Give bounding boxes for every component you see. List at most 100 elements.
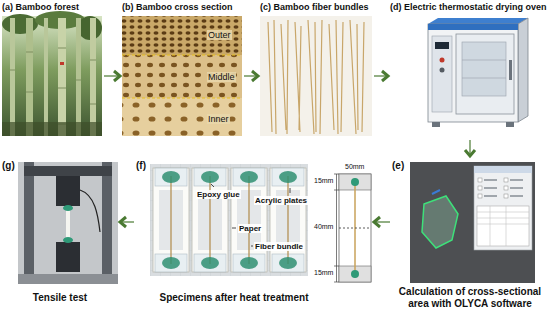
software-screenshot-part [484, 180, 523, 196]
bamboo-forest-photo-part [44, 18, 48, 136]
tensile-test-photo-part [66, 206, 70, 242]
software-screenshot-part [504, 194, 508, 198]
specimen-schematic-part [334, 174, 339, 282]
fiber-bundles-photo [260, 16, 372, 136]
bamboo-cross-section-photo [122, 16, 242, 136]
bamboo-forest-photo-part [58, 18, 66, 136]
panel: (g) Tensile test [2, 158, 118, 316]
panel: (e) Calculation of cross-sectional area w… [392, 158, 548, 316]
callout-label: Epoxy glue [196, 190, 241, 199]
software-screenshot-part [477, 206, 529, 246]
layer-label: Middle [207, 72, 236, 82]
flow-arrow [465, 140, 475, 156]
bamboo-forest-photo-part [2, 122, 102, 136]
flow-arrow [120, 217, 134, 227]
panel-letter: (f) [136, 160, 146, 172]
panel-title: (b) Bamboo cross section [122, 2, 233, 13]
dimension-label: 50mm [344, 163, 365, 171]
tensile-test-photo [18, 162, 118, 284]
arrow-head [114, 71, 120, 81]
arrow-head [374, 217, 380, 227]
drying-oven-drawing-part [435, 42, 449, 49]
specimens-photo-part [150, 164, 308, 276]
flow-arrow [104, 71, 120, 81]
specimen-schematic-part [339, 174, 371, 282]
arrow-head [252, 71, 258, 81]
bamboo-cross-section-photo-part [122, 55, 242, 98]
specimens-photo-part [153, 168, 189, 272]
bamboo-forest-photo-part [90, 18, 96, 136]
drying-oven-drawing-part [432, 36, 452, 112]
tensile-test-photo-part [18, 274, 118, 284]
fiber-bundles-photo-part [260, 16, 372, 136]
drying-oven-drawing-part [432, 122, 440, 127]
software-screenshot-part [422, 196, 458, 248]
drying-oven-drawing-part [509, 60, 512, 80]
tensile-test-photo-part [24, 162, 34, 274]
drying-oven-drawing-part [462, 42, 506, 96]
bamboo-cross-section-photo-part [122, 16, 242, 55]
layer-label: Outer [207, 30, 232, 40]
tensile-test-photo-part [24, 166, 112, 176]
arrow-head [382, 71, 388, 81]
bamboo-cross-section-photo-part [122, 54, 242, 55]
panel-caption: Specimens after heat treatment [146, 292, 322, 304]
software-screenshot-part [478, 186, 482, 190]
fiber-bundles-photo-part [268, 20, 364, 134]
panel: (f) Specimens after heat treatment [136, 158, 372, 316]
bamboo-cross-section-photo-part [122, 55, 242, 98]
software-screenshot-part [504, 186, 508, 190]
callout-label: Paper [238, 224, 262, 233]
software-screenshot-part [504, 178, 508, 182]
flow-arrow [374, 71, 388, 81]
panel-letter: (e) [392, 160, 404, 172]
panel-title: (a) Bamboo forest [2, 2, 79, 13]
panel-caption: Calculation of cross-sectional area with… [392, 286, 548, 310]
bamboo-forest-photo-part [60, 62, 64, 65]
bamboo-cross-section-photo-part [122, 97, 242, 98]
specimen-schematic-part [351, 178, 359, 186]
drying-oven-drawing [428, 18, 528, 127]
specimens-photo-part [270, 168, 306, 272]
panel: (c) Bamboo fiber bundles [260, 2, 372, 138]
drying-oven-drawing-part [462, 60, 506, 78]
drying-oven-drawing-part [456, 34, 514, 114]
drying-oven-drawing-part [440, 58, 445, 63]
drying-oven-drawing-part [428, 18, 528, 24]
panel-letter: (g) [2, 160, 15, 172]
specimens-photo-part [192, 168, 228, 272]
arrow-head [120, 217, 126, 227]
specimens-photo [150, 164, 308, 276]
bamboo-cross-section-photo-part [122, 98, 242, 136]
arrow-head [465, 150, 475, 156]
tensile-test-photo-part [63, 237, 73, 243]
specimens-photo-part [150, 164, 308, 276]
panel: (a) Bamboo forest [2, 2, 102, 138]
panel-caption: Tensile test [2, 292, 118, 304]
callout-label: Fiber bundle [254, 242, 304, 251]
software-screenshot [410, 162, 535, 283]
software-screenshot-part [474, 166, 532, 250]
layer-label: Inner [207, 114, 230, 124]
panel-title: (c) Bamboo fiber bundles [260, 2, 369, 13]
software-screenshot-part [410, 162, 535, 283]
software-screenshot-part [477, 206, 529, 246]
drying-oven-drawing-part [428, 24, 518, 30]
drying-oven-drawing-part [428, 24, 518, 122]
bamboo-cross-section-photo-part [122, 98, 242, 136]
callout-label: Acrylic plates [254, 196, 308, 205]
drying-oven-drawing-part [506, 122, 514, 127]
software-screenshot-part [432, 190, 440, 194]
drying-oven-drawing-part [518, 18, 528, 122]
tensile-test-photo-part [80, 190, 100, 232]
flow-arrow [244, 71, 258, 81]
panel-title: (d) Electric thermostatic drying oven [390, 2, 547, 13]
bamboo-forest-photo-part [10, 48, 96, 124]
specimen-schematic [334, 174, 371, 282]
software-screenshot-part [474, 166, 532, 173]
panel: (d) Electric thermostatic drying oven [390, 2, 548, 138]
tensile-test-photo-part [63, 205, 73, 211]
tensile-test-photo-part [102, 162, 112, 274]
